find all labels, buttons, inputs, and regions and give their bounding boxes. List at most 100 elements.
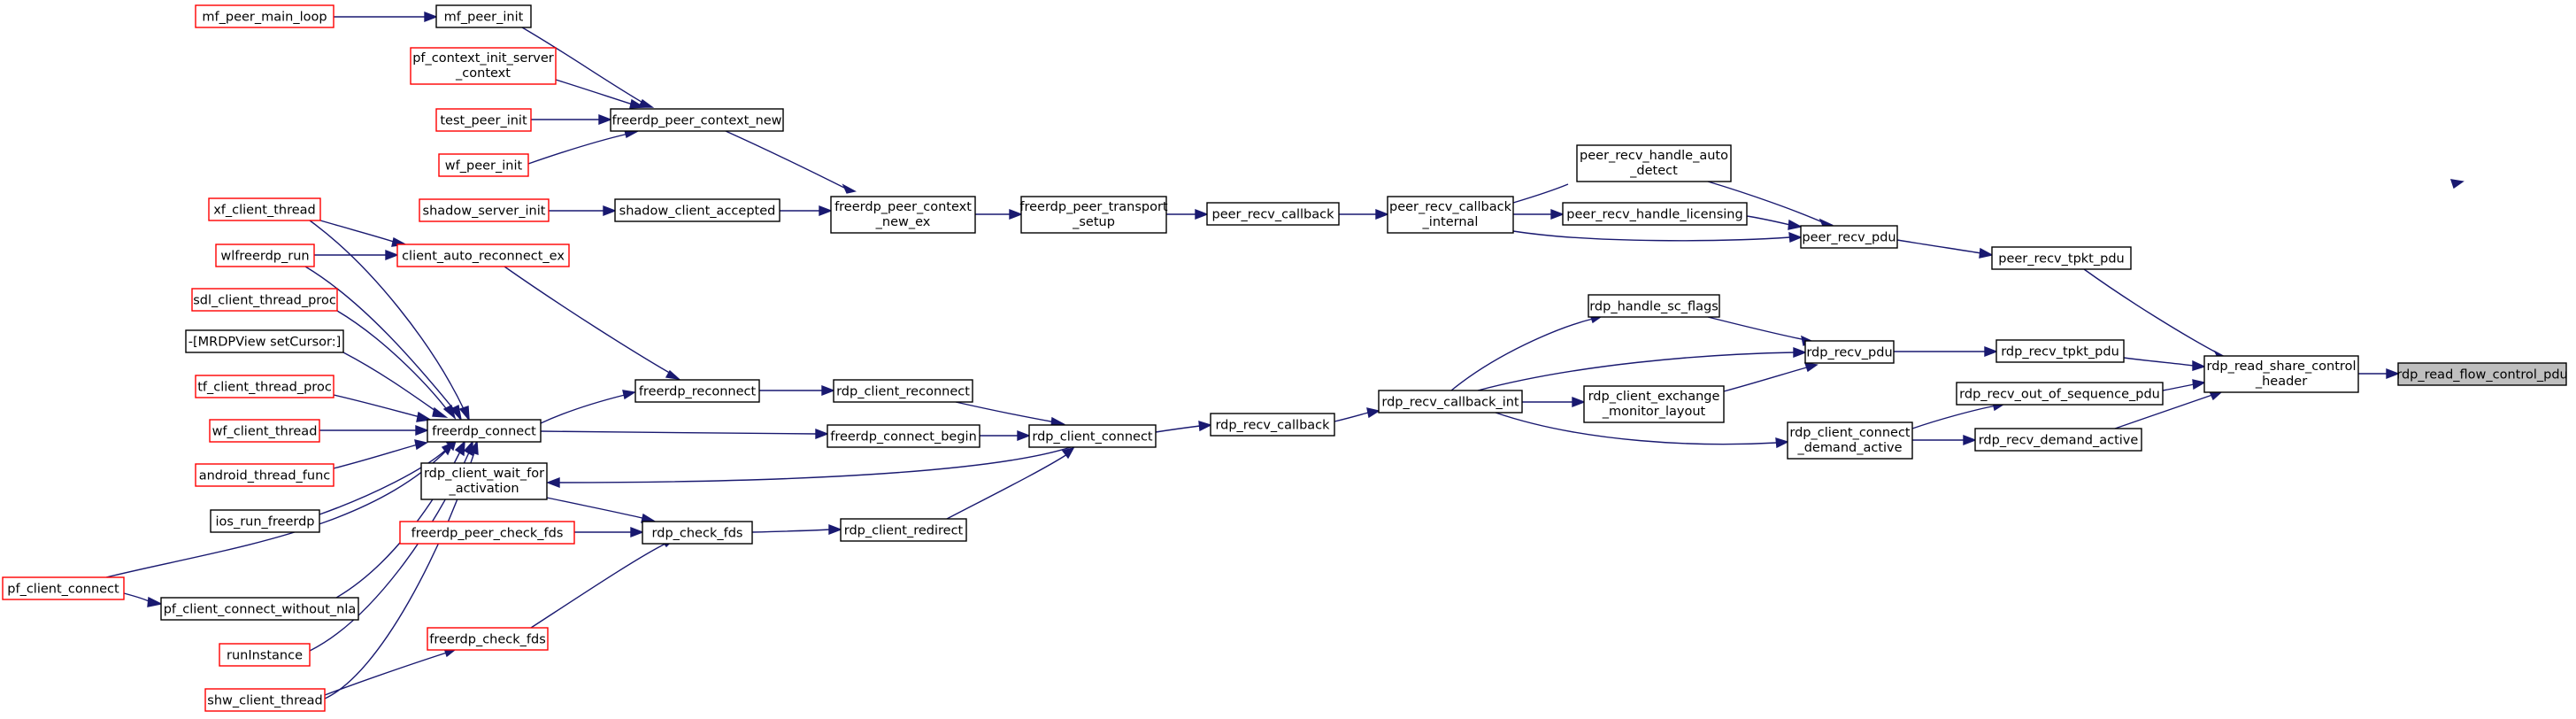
edge-line: [1495, 412, 1778, 445]
node-peer-recv-handle-auto-detect[interactable]: peer_recv_handle_auto_detect: [1576, 144, 1732, 182]
edge-arrowhead: [637, 98, 655, 108]
node-rdp-handle-sc-flags[interactable]: rdp_handle_sc_flags: [1588, 294, 1720, 318]
nodes-layer: rdp_read_flow_control_pdu rdp_read_share_…: [2, 4, 2568, 712]
node-label: rdp_client_connect: [1032, 430, 1153, 445]
node-test-peer-init[interactable]: test_peer_init: [435, 108, 532, 132]
node-label: rdp_handle_sc_flags: [1589, 300, 1719, 314]
node-label: peer_recv_pdu: [1802, 231, 1895, 245]
node-rdp-client-reconnect[interactable]: rdp_client_reconnect: [833, 379, 973, 403]
node-box: [1956, 382, 2164, 406]
node-rdp-read-share-control-header[interactable]: rdp_read_share_control_header: [2203, 355, 2359, 393]
node-ios-run-freerdp[interactable]: ios_run_freerdp: [210, 509, 320, 533]
edge-line: [1707, 181, 1826, 224]
node-label: freerdp_peer_check_fds: [411, 527, 564, 541]
node-label: rdp_read_flow_control_pdu: [2396, 368, 2568, 383]
node-box: [160, 597, 359, 621]
node-freerdp-peer-transport-setup[interactable]: freerdp_peer_transport_setup: [1019, 196, 1168, 234]
node-mrdpview-setcursor[interactable]: -[MRDPView setCursor:]: [185, 329, 344, 353]
edge-line: [546, 497, 647, 520]
node-freerdp-connect-begin[interactable]: freerdp_connect_begin: [827, 424, 980, 448]
node-sdl-client-thread-proc[interactable]: sdl_client_thread_proc: [191, 288, 338, 312]
node-mf-peer-main-loop[interactable]: mf_peer_main_loop: [195, 4, 334, 28]
node-peer-recv-callback-internal[interactable]: peer_recv_callback_internal: [1387, 196, 1514, 234]
edge-line: [540, 394, 626, 424]
node-box: [419, 198, 550, 222]
node-pf-context-init-server-context[interactable]: pf_context_init_server_context: [410, 47, 557, 85]
node-rdp-check-fds[interactable]: rdp_check_fds: [642, 521, 753, 545]
edge-wlfreerdp_run-to-freerdp_connect: [304, 266, 463, 422]
edge-arrowhead: [1788, 219, 1803, 230]
node-client-auto-reconnect-ex[interactable]: client_auto_reconnect_ex: [396, 244, 570, 267]
node-peer-recv-tpkt-pdu[interactable]: peer_recv_tpkt_pdu: [1991, 246, 2132, 270]
edge-peer_recv_pdu-to-peer_recv_tpkt_pdu: [1896, 239, 1995, 259]
node-label: rdp_recv_pdu: [1806, 346, 1892, 360]
node-wf-peer-init[interactable]: wf_peer_init: [438, 153, 529, 177]
node-shadow-client-accepted[interactable]: shadow_client_accepted: [614, 198, 780, 222]
edge-line: [123, 592, 151, 603]
node-mf-peer-init[interactable]: mf_peer_init: [435, 4, 532, 28]
node-rdp-recv-demand-active[interactable]: rdp_recv_demand_active: [1974, 428, 2142, 452]
edge-arrowhead: [458, 406, 470, 422]
edge-line: [1723, 366, 1811, 392]
node-label: pf_client_connect: [7, 583, 119, 597]
node-android-thread-func[interactable]: android_thread_func: [195, 463, 334, 487]
node-label: pf_client_connect_without_nla: [164, 603, 357, 617]
node-freerdp-connect[interactable]: freerdp_connect: [427, 419, 542, 443]
edge-rdp_client_connect_demand_active-to-rdp_recv_demand_active: [1912, 434, 1977, 446]
node-freerdp-peer-check-fds[interactable]: freerdp_peer_check_fds: [399, 521, 575, 545]
node-rdp-recv-callback[interactable]: rdp_recv_callback: [1210, 413, 1335, 437]
node-peer-recv-pdu[interactable]: peer_recv_pdu: [1800, 225, 1898, 249]
edge-arrowhead: [424, 11, 438, 23]
edge-freerdp_peer_transport_setup-to-peer_recv_callback: [1166, 208, 1209, 220]
node-label: _detect: [1629, 164, 1678, 178]
node-rdp-client-redirect[interactable]: rdp_client_redirect: [840, 518, 967, 542]
edge-rdp_client_connect-to-rdp_recv_callback: [1155, 421, 1212, 433]
node-rdp-client-wait-for-activation[interactable]: rdp_client_wait_for_activation: [420, 462, 548, 500]
edge-arrowhead: [1572, 396, 1586, 408]
node-tf-client-thread-proc[interactable]: tf_client_thread_proc: [195, 375, 334, 398]
node-freerdp-reconnect[interactable]: freerdp_reconnect: [634, 379, 760, 403]
node-freerdp-check-fds[interactable]: freerdp_check_fds: [427, 627, 549, 651]
node-label: rdp_recv_demand_active: [1979, 434, 2139, 448]
edge-peer_recv_callback_internal-to-peer_recv_handle_licensing: [1513, 208, 1565, 220]
node-pf-client-connect[interactable]: pf_client_connect: [2, 576, 125, 600]
node-rdp-client-connect[interactable]: rdp_client_connect: [1028, 424, 1157, 448]
node-rdp-client-exchange-monitor-layout[interactable]: rdp_client_exchange_monitor_layout: [1583, 385, 1725, 423]
node-label: _internal: [1422, 215, 1479, 229]
edge-rdp_client_exchange_monitor_layout-to-rdp_recv_pdu: [1723, 362, 1819, 392]
node-label: rdp_check_fds: [652, 527, 743, 541]
node-label: tf_client_thread_proc: [197, 381, 332, 395]
node-xf-client-thread[interactable]: xf_client_thread: [208, 197, 321, 221]
node-rdp-recv-tpkt-pdu[interactable]: rdp_recv_tpkt_pdu: [1995, 339, 2125, 363]
edge-arrowhead: [1793, 346, 1807, 359]
node-freerdp-peer-context-new-ex[interactable]: freerdp_peer_context_new_ex: [830, 196, 976, 234]
node-peer-recv-handle-licensing[interactable]: peer_recv_handle_licensing: [1562, 202, 1748, 226]
node-rdp-recv-pdu[interactable]: rdp_recv_pdu: [1804, 340, 1895, 364]
edge-line: [319, 448, 448, 515]
node-peer-recv-callback[interactable]: peer_recv_callback: [1206, 202, 1340, 226]
node-box: [209, 419, 320, 443]
node-runInstance[interactable]: runInstance: [219, 643, 311, 667]
node-box: [208, 197, 321, 221]
edge-arrowhead: [1984, 345, 1998, 358]
node-label: freerdp_peer_context: [834, 200, 972, 214]
node-shw-client-thread[interactable]: shw_client_thread: [204, 688, 326, 712]
node-label: peer_recv_tpkt_pdu: [1998, 252, 2124, 267]
node-pf-client-connect-without-nla[interactable]: pf_client_connect_without_nla: [160, 597, 359, 621]
node-rdp-recv-out-of-sequence-pdu[interactable]: rdp_recv_out_of_sequence_pdu: [1956, 382, 2164, 406]
node-rdp-client-connect-demand-active[interactable]: rdp_client_connect_demand_active: [1787, 421, 1913, 460]
node-box: [1588, 294, 1720, 318]
node-shadow-server-init[interactable]: shadow_server_init: [419, 198, 550, 222]
edge-rdp_client_connect_demand_active-to-rdp_recv_out_of_sequence_pdu: [1911, 401, 2006, 429]
edge-arrowhead: [842, 183, 857, 194]
node-wf-client-thread[interactable]: wf_client_thread: [209, 419, 320, 443]
node-box: [1974, 428, 2142, 452]
node-label: rdp_client_reconnect: [836, 385, 970, 399]
node-freerdp-peer-context-new[interactable]: freerdp_peer_context_new: [610, 108, 784, 132]
node-label: rdp_client_exchange: [1588, 390, 1720, 404]
node-wlfreerdp-run[interactable]: wlfreerdp_run: [215, 244, 315, 267]
edge-line: [751, 529, 831, 533]
edge-line: [304, 266, 457, 413]
node-rdp-recv-callback-int[interactable]: rdp_recv_callback_int: [1378, 390, 1523, 414]
